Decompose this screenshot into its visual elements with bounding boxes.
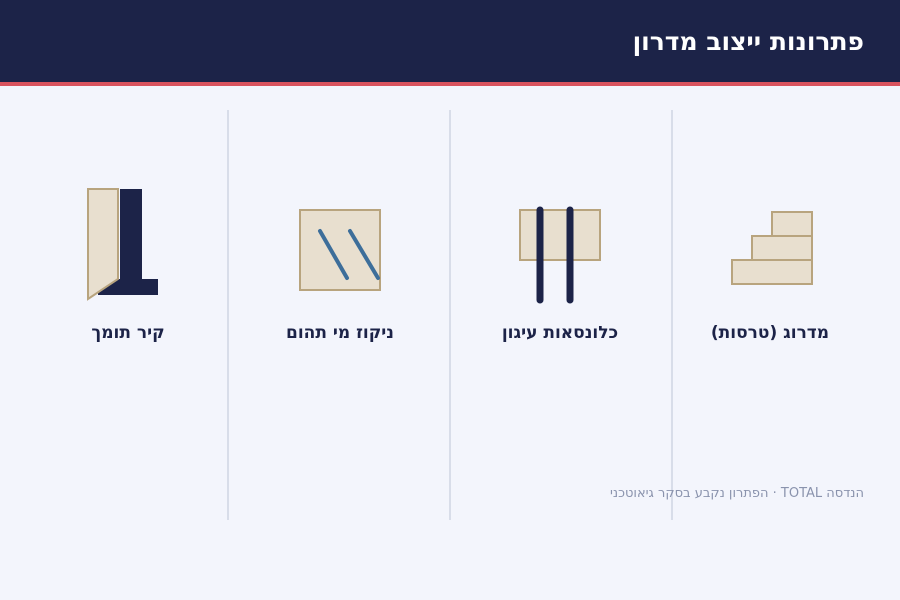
terrace-steps-icon [731, 211, 813, 285]
column-divider [449, 110, 451, 520]
header-accent-line [0, 82, 900, 86]
column-divider [227, 110, 229, 520]
header-bar [0, 0, 900, 82]
solution-label-retaining-wall: קיר תומך [91, 323, 165, 343]
footer-note: הנדסה TOTAL · הפתרון נקבע בסקר גיאוטכני [610, 486, 864, 501]
retaining-wall-icon [87, 188, 158, 301]
page-title: פתרונות ייצוב מדרון [632, 27, 864, 56]
column-divider [671, 110, 673, 520]
groundwater-drainage-icon [299, 209, 381, 291]
solution-label-terraces: מדרוג (טרסות) [710, 323, 830, 343]
anchor-piles-icon [519, 206, 601, 304]
solution-label-drainage: ניקוז מי תהום [286, 323, 394, 343]
solution-label-anchor-piles: כלונסאות עיגון [501, 323, 619, 343]
